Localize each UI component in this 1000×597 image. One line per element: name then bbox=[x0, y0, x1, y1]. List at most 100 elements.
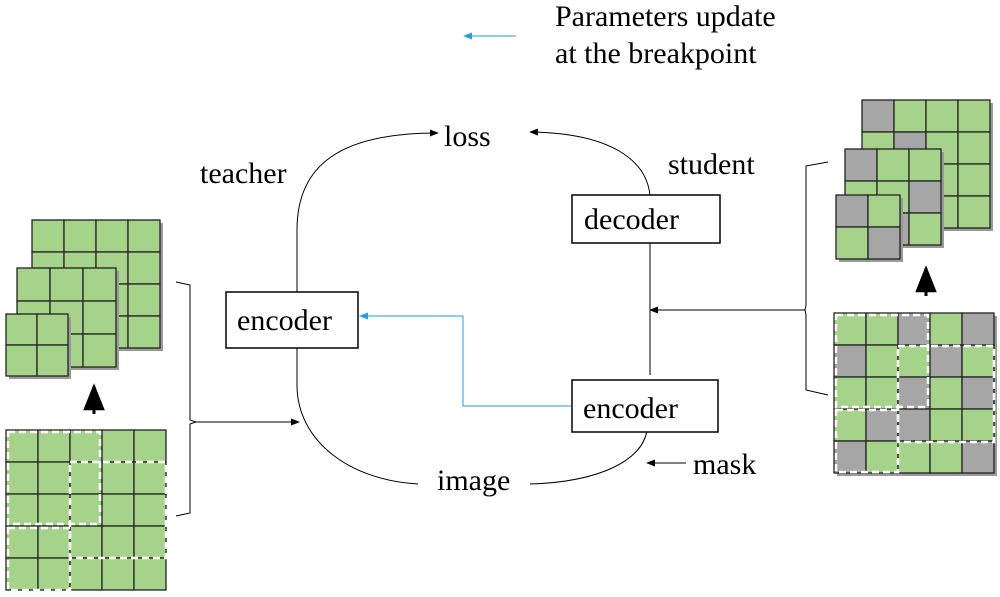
right-bracket bbox=[804, 161, 829, 396]
image-patch bbox=[5, 313, 38, 346]
image-patch bbox=[63, 219, 97, 253]
image-patch bbox=[127, 219, 161, 253]
masked-patch bbox=[897, 376, 931, 410]
student-decoder-label: decoder bbox=[584, 203, 679, 236]
teacher-encoder-label: encoder bbox=[237, 304, 332, 337]
image-patch bbox=[961, 344, 995, 378]
image-patch bbox=[37, 557, 71, 591]
image-patch bbox=[133, 557, 167, 591]
crop-outline bbox=[834, 408, 900, 474]
image-patch bbox=[127, 315, 161, 349]
student-full-image bbox=[833, 312, 997, 476]
teacher-full-image bbox=[5, 429, 168, 592]
image-patch bbox=[867, 194, 901, 228]
image-patch bbox=[16, 267, 51, 302]
image-patch bbox=[5, 429, 39, 463]
masked-patch bbox=[961, 376, 995, 410]
image-patch bbox=[833, 312, 867, 346]
masked-patch bbox=[833, 440, 867, 474]
image-patch bbox=[929, 408, 963, 442]
image-patch bbox=[36, 344, 69, 377]
loss-label: loss bbox=[444, 120, 491, 153]
image-patch bbox=[833, 376, 867, 410]
image-patch bbox=[929, 376, 963, 410]
teacher-encoder-box bbox=[225, 291, 359, 349]
crop-outline bbox=[6, 526, 72, 592]
image-patch bbox=[957, 131, 991, 165]
image-patch bbox=[908, 212, 942, 246]
image-patch bbox=[833, 408, 867, 442]
masked-patch bbox=[961, 440, 995, 474]
masked-patch bbox=[833, 344, 867, 378]
image-patch bbox=[5, 461, 39, 495]
student-crop-small bbox=[835, 194, 903, 262]
left-bracket bbox=[175, 281, 198, 517]
parameter-update-arrow bbox=[359, 312, 571, 407]
image-patch bbox=[101, 461, 135, 495]
patch-grids bbox=[5, 99, 997, 592]
image-patch bbox=[69, 429, 103, 463]
image-patch bbox=[897, 440, 931, 474]
image-patch bbox=[101, 493, 135, 527]
image-patch bbox=[69, 461, 103, 495]
image-patch bbox=[133, 461, 167, 495]
masked-patch bbox=[929, 344, 963, 378]
masked-patch bbox=[865, 408, 899, 442]
image-patch bbox=[36, 313, 69, 346]
image-patch bbox=[69, 493, 103, 527]
crop-outline bbox=[834, 313, 930, 409]
image-patch bbox=[957, 163, 991, 197]
image-patch bbox=[101, 429, 135, 463]
image-patch bbox=[82, 300, 117, 335]
image-patch bbox=[876, 148, 910, 182]
image-patch bbox=[865, 440, 899, 474]
image-patch bbox=[69, 525, 103, 559]
image-patch bbox=[101, 525, 135, 559]
image-patch bbox=[925, 99, 959, 133]
image-patch bbox=[37, 461, 71, 495]
student-label: student bbox=[668, 148, 755, 181]
masked-patch bbox=[908, 180, 942, 214]
teacher-crop-small bbox=[5, 313, 71, 379]
image-patch bbox=[897, 344, 931, 378]
student-encoder-box bbox=[571, 379, 719, 433]
legend-text-line2: at the breakpoint bbox=[555, 37, 757, 70]
image-patch bbox=[37, 493, 71, 527]
image-patch bbox=[31, 219, 65, 253]
image-label: image bbox=[437, 464, 510, 497]
image-patch bbox=[127, 251, 161, 285]
image-patch bbox=[101, 557, 135, 591]
image-patch bbox=[865, 312, 899, 346]
mask-label: mask bbox=[693, 448, 756, 481]
teacher-path-to-loss bbox=[296, 129, 439, 485]
student-encoder-label: encoder bbox=[583, 392, 678, 425]
image-patch bbox=[37, 525, 71, 559]
image-patch bbox=[908, 148, 942, 182]
masked-patch bbox=[835, 194, 869, 228]
image-patch bbox=[133, 493, 167, 527]
image-patch bbox=[133, 429, 167, 463]
masked-patch bbox=[897, 408, 931, 442]
crop-outline bbox=[896, 344, 996, 444]
image-patch bbox=[5, 493, 39, 527]
image-patch bbox=[835, 226, 869, 260]
masked-patch bbox=[867, 226, 901, 260]
masked-patch bbox=[844, 148, 878, 182]
image-patch bbox=[82, 267, 117, 302]
image-patch bbox=[49, 267, 84, 302]
image-patch bbox=[893, 99, 927, 133]
image-patch bbox=[929, 312, 963, 346]
teacher-label: teacher bbox=[200, 157, 287, 190]
masked-patch bbox=[861, 99, 895, 133]
legend-text-line1: Parameters update bbox=[555, 0, 776, 33]
image-patch bbox=[95, 219, 129, 253]
image-patch bbox=[127, 283, 161, 317]
image-patch bbox=[5, 557, 39, 591]
crop-outline bbox=[6, 430, 102, 526]
image-patch bbox=[37, 429, 71, 463]
masked-patch bbox=[897, 312, 931, 346]
image-patch bbox=[5, 525, 39, 559]
image-patch bbox=[957, 99, 991, 133]
